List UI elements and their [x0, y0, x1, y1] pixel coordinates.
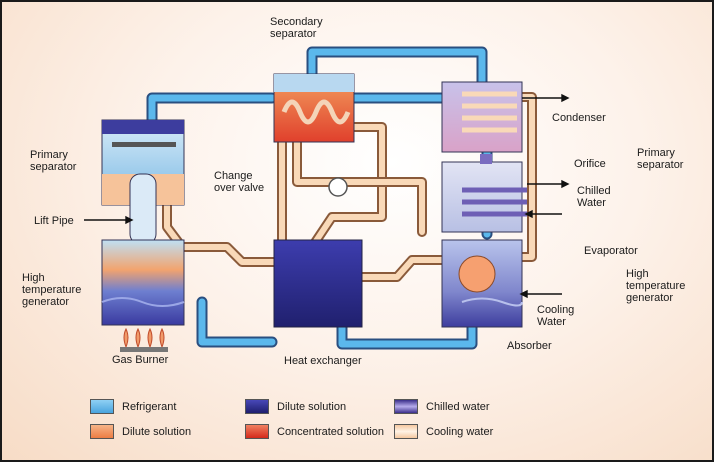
legend-item-chilled-water: Chilled water: [394, 399, 490, 414]
gas-burner: [120, 327, 168, 352]
legend-swatch: [394, 424, 418, 439]
label-heat-exchanger: Heat exchanger: [284, 355, 362, 367]
legend-item-cooling-water: Cooling water: [394, 424, 493, 439]
legend-swatch: [245, 399, 269, 414]
legend-swatch: [394, 399, 418, 414]
lift-pipe: [129, 173, 157, 245]
label-primary-separator-right: Primary separator: [637, 147, 684, 171]
label-absorber: Absorber: [507, 340, 552, 352]
legend-item-refrigerant: Refrigerant: [90, 399, 176, 414]
legend-item-dilute-solution-orange: Dilute solution: [90, 424, 191, 439]
label-evaporator: Evaporator: [584, 245, 638, 257]
label-high-temp-generator-left: High temperature generator: [22, 272, 82, 308]
legend-item-dilute-solution-blue: Dilute solution: [245, 399, 346, 414]
label-secondary-separator: Secondary separator: [270, 16, 323, 40]
label-primary-separator-left: Primary separator: [30, 149, 77, 173]
label-high-temp-generator-right: High temperature generator: [626, 268, 686, 304]
condenser: [441, 81, 523, 153]
label-cooling-water: Cooling Water: [537, 304, 575, 328]
legend-item-concentrated-solution: Concentrated solution: [245, 424, 384, 439]
label-gas-burner: Gas Burner: [112, 354, 169, 366]
label-lift-pipe: Lift Pipe: [34, 215, 74, 227]
label-change-over-valve: Change over valve: [214, 170, 265, 194]
heat-exchanger: [273, 239, 363, 328]
flow-arrows: [84, 93, 570, 299]
label-orifice: Orifice: [574, 158, 606, 170]
absorber: [441, 239, 523, 328]
legend-swatch: [90, 399, 114, 414]
evaporator: [441, 154, 527, 233]
legend-swatch: [245, 424, 269, 439]
label-condenser: Condenser: [552, 112, 606, 124]
change-over-valve: [328, 177, 348, 197]
label-chilled-water: Chilled Water: [577, 185, 611, 209]
secondary-separator: [273, 73, 355, 143]
orifice-marker: [480, 154, 492, 164]
high-temperature-generator: [101, 239, 185, 326]
legend-swatch: [90, 424, 114, 439]
